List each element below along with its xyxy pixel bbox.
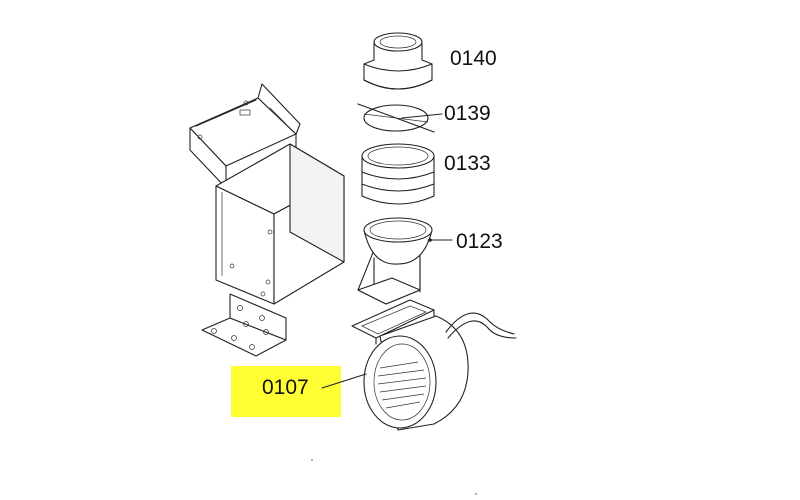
cover-panel (215, 143, 345, 305)
part-0133-duct-ring (361, 143, 435, 205)
part-0123-adapter (357, 217, 433, 305)
label-0139: 0139 (444, 102, 491, 125)
angle-bracket (201, 293, 287, 357)
part-0140-collar (363, 32, 433, 90)
leader-lines (321, 113, 453, 389)
label-0133: 0133 (444, 152, 491, 175)
label-0107: 0107 (262, 376, 309, 399)
label-0140: 0140 (450, 47, 497, 70)
part-0139-damper (357, 103, 435, 133)
label-0123: 0123 (456, 230, 503, 253)
highlight-box (231, 366, 341, 417)
part-0107-blower (351, 299, 517, 431)
